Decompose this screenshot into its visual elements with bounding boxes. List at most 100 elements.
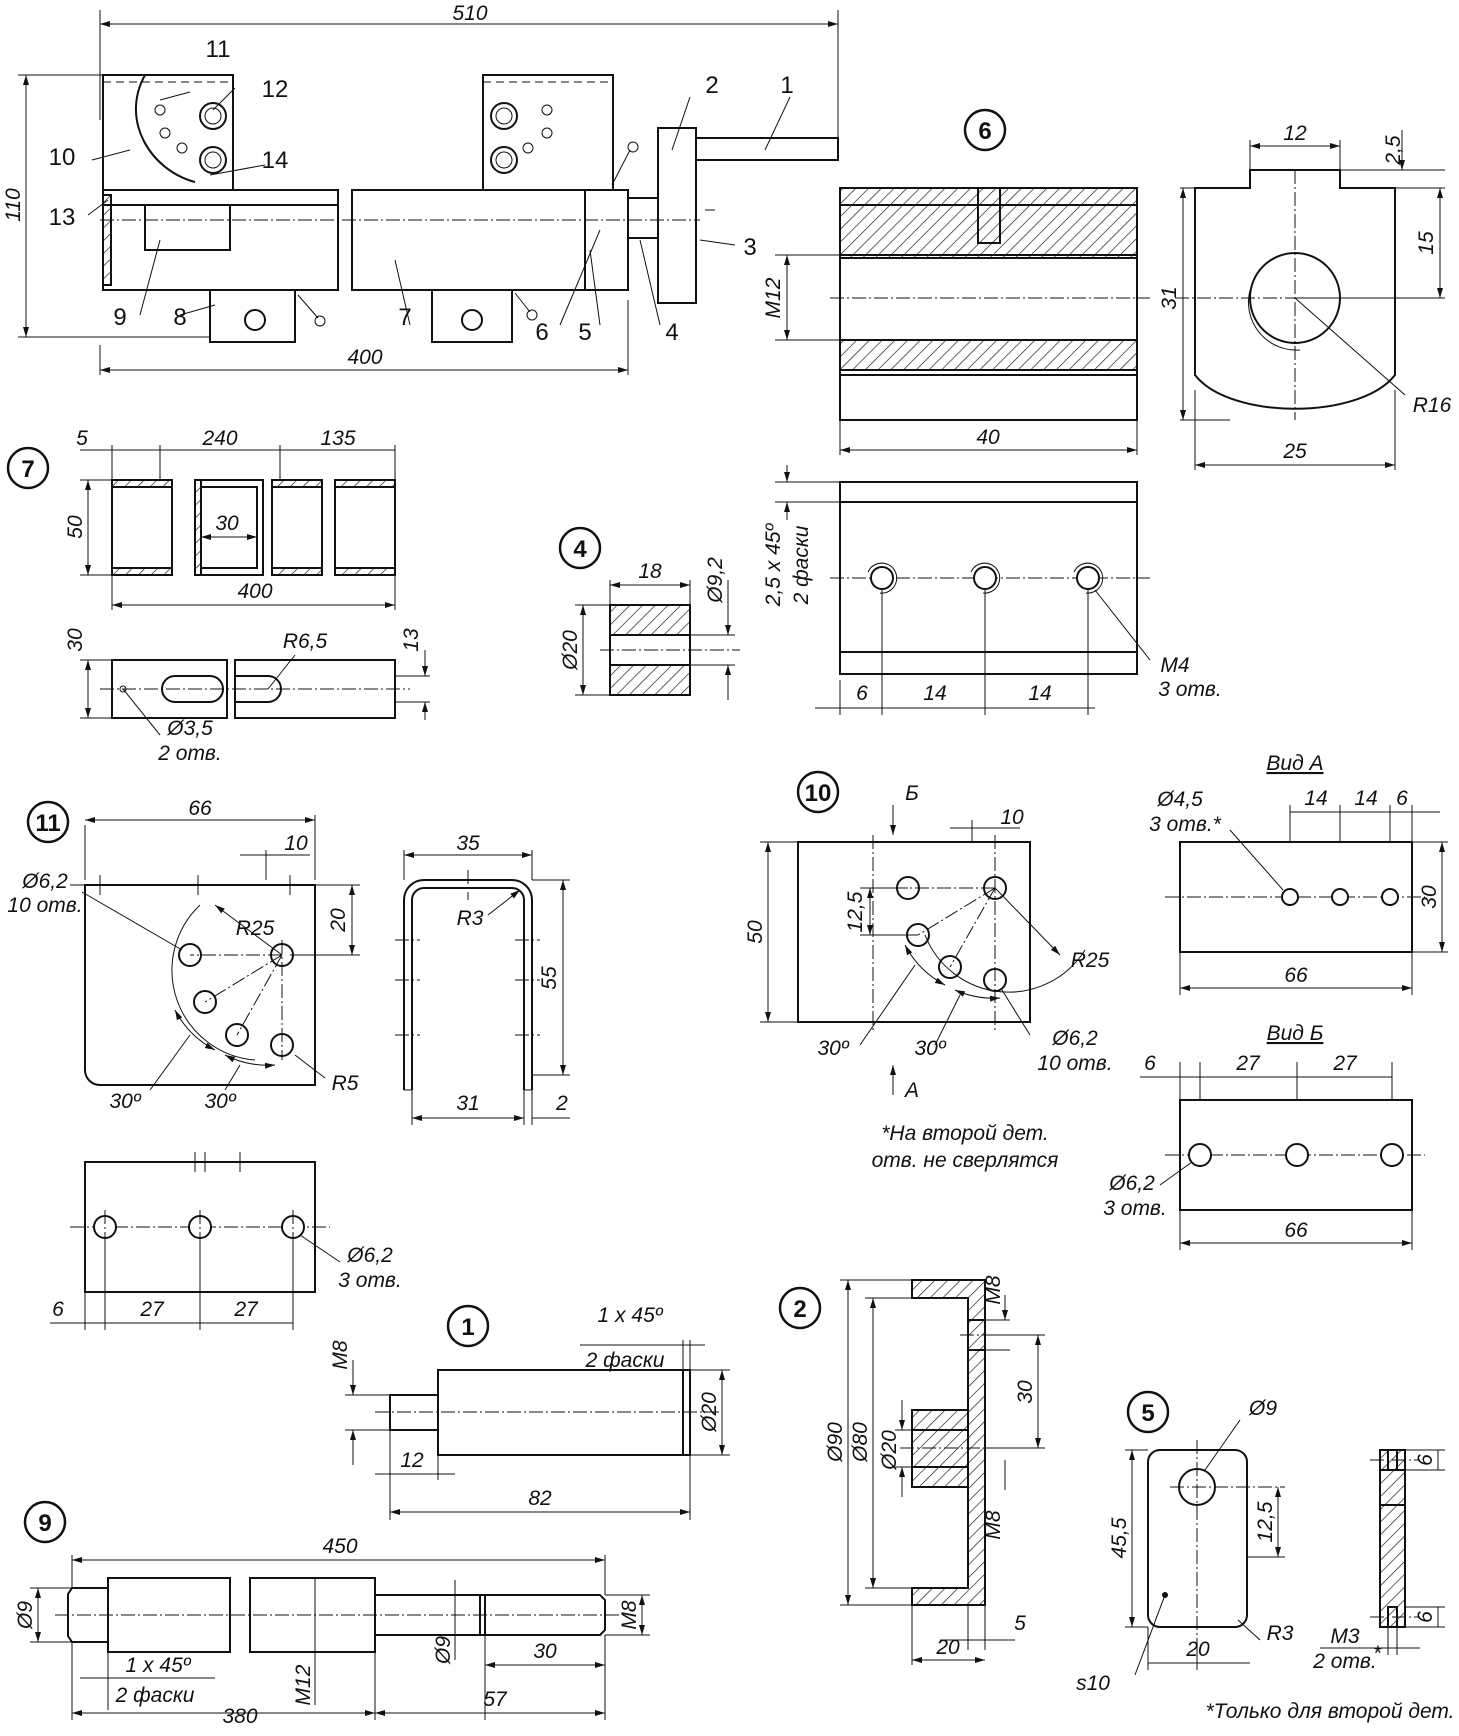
callout-4: 4: [665, 319, 678, 346]
dim-30-inner: 30: [215, 512, 239, 535]
dim-110: 110: [2, 188, 25, 222]
dim-chamfer-p6: 1 x 45º: [126, 1654, 192, 1677]
callout-13: 13: [49, 204, 76, 231]
dim-66-p11: 66: [188, 797, 212, 820]
part-4: 4 18 Ø9,2 Ø20: [558, 526, 740, 700]
dim-d9-left-p6: Ø9: [14, 1601, 37, 1630]
part-6: 9 450 Ø9 M8 1 x 45º 2 фаски M12 Ø9 30 38…: [14, 1500, 650, 1728]
note-p11-holes: 10 отв.: [7, 894, 82, 917]
dim-d20-p2: Ø20: [878, 1430, 901, 1471]
dim-31-p11: 31: [456, 1092, 479, 1115]
dim-14b-p9: 14: [1028, 682, 1051, 705]
dim-30-deg-a-p11: 30º: [109, 1090, 141, 1113]
dim-r6-5: R6,5: [283, 630, 328, 653]
dim-d6-2-bottom-p11: Ø6,2: [346, 1244, 393, 1267]
part-11: 11 66 10 Ø6,2 10 отв. 20 R25 30º 30º: [7, 797, 570, 1330]
dim-55: 55: [538, 966, 561, 990]
dim-13: 13: [400, 628, 423, 652]
dim-6-view-b: 6: [1144, 1052, 1156, 1075]
note-chamfer-9: 2 фаски: [790, 525, 813, 605]
footnote-p5: *Только для второй дет.: [1205, 1700, 1454, 1723]
footnote-p10-line2: отв. не сверлятся: [872, 1149, 1059, 1172]
dim-27b-p11: 27: [233, 1298, 259, 1321]
dim-66-view-a: 66: [1284, 964, 1308, 987]
dim-30-deg-b-p11: 30º: [204, 1090, 236, 1113]
note-p11-bottom-holes: 3 отв.: [338, 1269, 401, 1292]
dim-r25-p11: R25: [236, 917, 275, 940]
note-view-b-holes: 3 отв.: [1103, 1197, 1166, 1220]
dim-30-deg-b-p10: 30º: [914, 1037, 946, 1060]
note-p5-holes: 2 отв.: [1312, 1650, 1376, 1673]
dim-12: 12: [1283, 122, 1307, 145]
dim-m8-p6: M8: [618, 1600, 641, 1629]
dim-18: 18: [638, 560, 662, 583]
callout-2: 2: [705, 72, 718, 99]
dim-6b-p5: 6: [1414, 1611, 1437, 1623]
dim-d90: Ø90: [824, 1422, 847, 1463]
dim-15: 15: [1415, 231, 1438, 255]
dim-6-p9: 6: [856, 682, 868, 705]
dim-30-deg-a-p10: 30º: [817, 1037, 849, 1060]
dim-12-5-p10: 12,5: [844, 891, 867, 932]
view-b-title: Вид Б: [1267, 1022, 1324, 1045]
part-number-9: 6: [978, 118, 991, 145]
dim-10-p10: 10: [1000, 806, 1024, 829]
note-m4-holes: 3 отв.: [1158, 678, 1221, 701]
dim-m12: M12: [762, 277, 785, 318]
dim-d6-2-p10: Ø6,2: [1051, 1027, 1098, 1050]
dim-2-p11: 2: [555, 1092, 568, 1115]
part-number-7: 7: [21, 456, 34, 483]
dim-10-p11: 10: [284, 832, 308, 855]
dim-r3-p5: R3: [1267, 1622, 1294, 1645]
dim-25: 25: [1282, 440, 1307, 463]
dim-510: 510: [452, 2, 487, 25]
part-number-11: 11: [35, 810, 60, 837]
part-10: 10 Б А R25 10 50 12,5 30º 30º Ø6,2: [744, 770, 1113, 1172]
callout-6: 6: [535, 319, 548, 346]
dim-20-p11: 20: [327, 908, 350, 933]
dim-m8-top-p2: M8: [982, 1275, 1005, 1304]
dim-d80: Ø80: [849, 1422, 872, 1463]
dim-r16: R16: [1413, 394, 1452, 417]
dim-14b-view-a: 14: [1354, 787, 1377, 810]
dim-6a-p5: 6: [1414, 1454, 1437, 1466]
dim-d6-2-view-b: Ø6,2: [1108, 1172, 1155, 1195]
dim-30-p2: 30: [1014, 1380, 1037, 1404]
part-9: 6 M12 40 R16 12 2,5 15 31: [762, 108, 1452, 715]
dim-82: 82: [528, 1487, 552, 1510]
dim-r5: R5: [332, 1072, 359, 1095]
callout-12: 12: [262, 76, 289, 103]
dim-240: 240: [201, 427, 237, 450]
dim-12-5-p5: 12,5: [1254, 1501, 1277, 1542]
dim-m12-p6: M12: [292, 1664, 315, 1705]
dim-chamfer-9: 2,5 x 45º: [762, 522, 785, 607]
dim-chamfer-p1: 1 x 45º: [598, 1304, 664, 1327]
part-number-5: 5: [1141, 1400, 1154, 1427]
callout-7: 7: [398, 304, 411, 331]
dim-400: 400: [347, 346, 382, 369]
view-arrow-b: Б: [905, 782, 919, 805]
dim-5-p2: 5: [1014, 1612, 1026, 1635]
part-7: 7 5 240 135 50 30 400 30 R6,5: [6, 427, 430, 765]
dim-d9-p5: Ø9: [1248, 1397, 1277, 1420]
dim-r25-p10: R25: [1071, 949, 1110, 972]
dim-s10: s10: [1076, 1672, 1110, 1695]
callout-14: 14: [262, 147, 289, 174]
dim-20-p5: 20: [1185, 1638, 1210, 1661]
callout-10: 10: [49, 144, 76, 171]
dim-30-view-a: 30: [1418, 885, 1441, 909]
dim-400-p7: 400: [237, 580, 272, 603]
callout-11: 11: [206, 36, 231, 63]
dim-d6-2-p11: Ø6,2: [21, 870, 68, 893]
part-number-4: 4: [573, 536, 587, 563]
dim-14a-view-a: 14: [1304, 787, 1327, 810]
dim-27b-view-b: 27: [1332, 1052, 1358, 1075]
note-chamfer-p1: 2 фаски: [585, 1349, 665, 1372]
dim-6-p11: 6: [52, 1298, 64, 1321]
note-p5-star: *: [1373, 1642, 1382, 1665]
dim-135: 135: [320, 427, 355, 450]
dim-m4: M4: [1160, 654, 1189, 677]
dim-6-view-a: 6: [1396, 787, 1408, 810]
callout-5: 5: [578, 319, 591, 346]
